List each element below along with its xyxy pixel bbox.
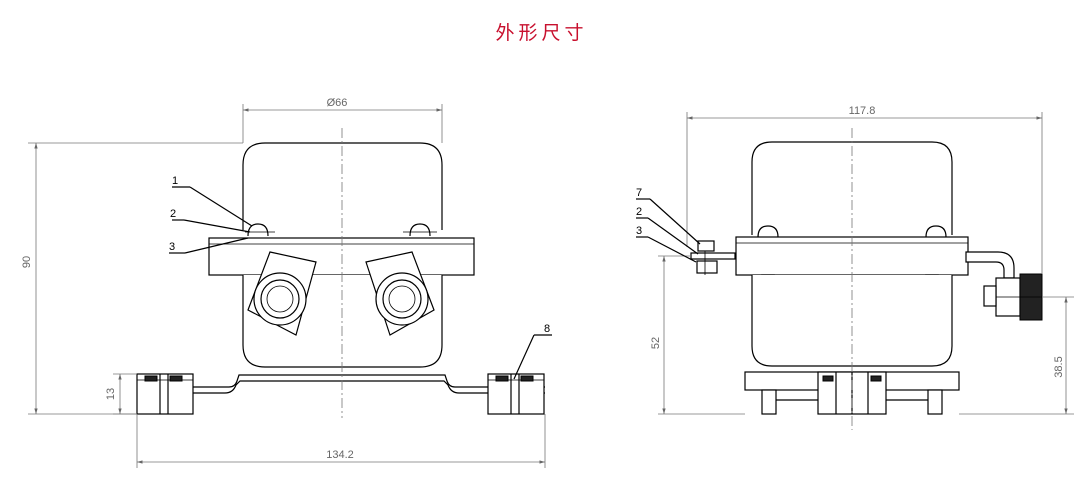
callout-side-3: 3	[636, 225, 642, 237]
dim-diameter: Ø66	[327, 97, 348, 109]
side-view: 117.8 52 38.5 7 2 3	[636, 105, 1074, 430]
dim-overall-height: 90	[21, 256, 33, 268]
dim-side-width: 117.8	[849, 105, 876, 117]
callout-side-2: 2	[636, 206, 642, 218]
callout-front-3: 3	[169, 241, 175, 253]
dim-side-height: 52	[650, 337, 662, 349]
drawing-title: 外形尺寸	[495, 22, 588, 44]
front-view: Ø66 90 13 134.2 1 2 3 8	[21, 97, 552, 468]
dim-base-width: 134.2	[326, 449, 354, 461]
dim-terminal-height: 38.5	[1053, 356, 1065, 377]
callout-front-8: 8	[544, 323, 550, 335]
dim-foot-height: 13	[105, 388, 117, 400]
callout-front-1: 1	[172, 175, 178, 187]
callout-side-7: 7	[636, 187, 642, 199]
callout-front-2: 2	[170, 208, 176, 220]
